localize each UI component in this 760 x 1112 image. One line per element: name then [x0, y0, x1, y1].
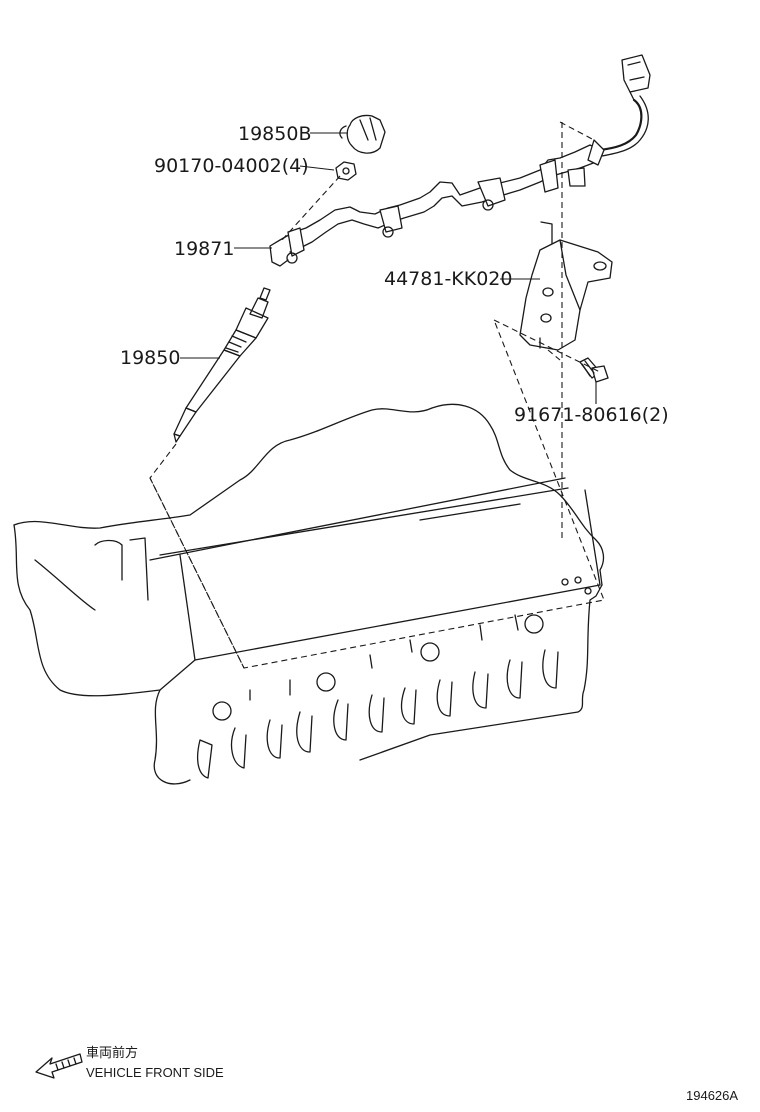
- glow-plug-harness: [269, 54, 651, 267]
- bolt: [579, 357, 609, 383]
- intake-ports: [197, 649, 559, 779]
- assembly-guide-lines: [149, 121, 605, 669]
- leader-lines: [180, 132, 597, 404]
- terminal-connector: [339, 114, 386, 154]
- harness-bracket: [519, 221, 613, 351]
- callout-bolt: 91671-80616(2): [514, 404, 669, 426]
- callout-harness: 19871: [174, 238, 234, 260]
- callout-terminal: 19850B: [238, 123, 311, 145]
- engine-block: [13, 403, 605, 785]
- vehicle-front-legend: 車両前方 VEHICLE FRONT SIDE: [35, 1045, 224, 1080]
- callout-glow-plug: 19850: [120, 347, 180, 369]
- callout-bracket: 44781-KK020: [384, 268, 512, 290]
- front-label-japanese: 車両前方: [86, 1045, 138, 1060]
- callout-nut: 90170-04002(4): [154, 155, 309, 177]
- glow-plug: [173, 287, 271, 443]
- illustration-id: 194626A: [686, 1088, 738, 1103]
- glow-plug-bosses: [212, 614, 544, 721]
- front-arrow-icon: [35, 1053, 83, 1079]
- front-label-english: VEHICLE FRONT SIDE: [86, 1065, 224, 1080]
